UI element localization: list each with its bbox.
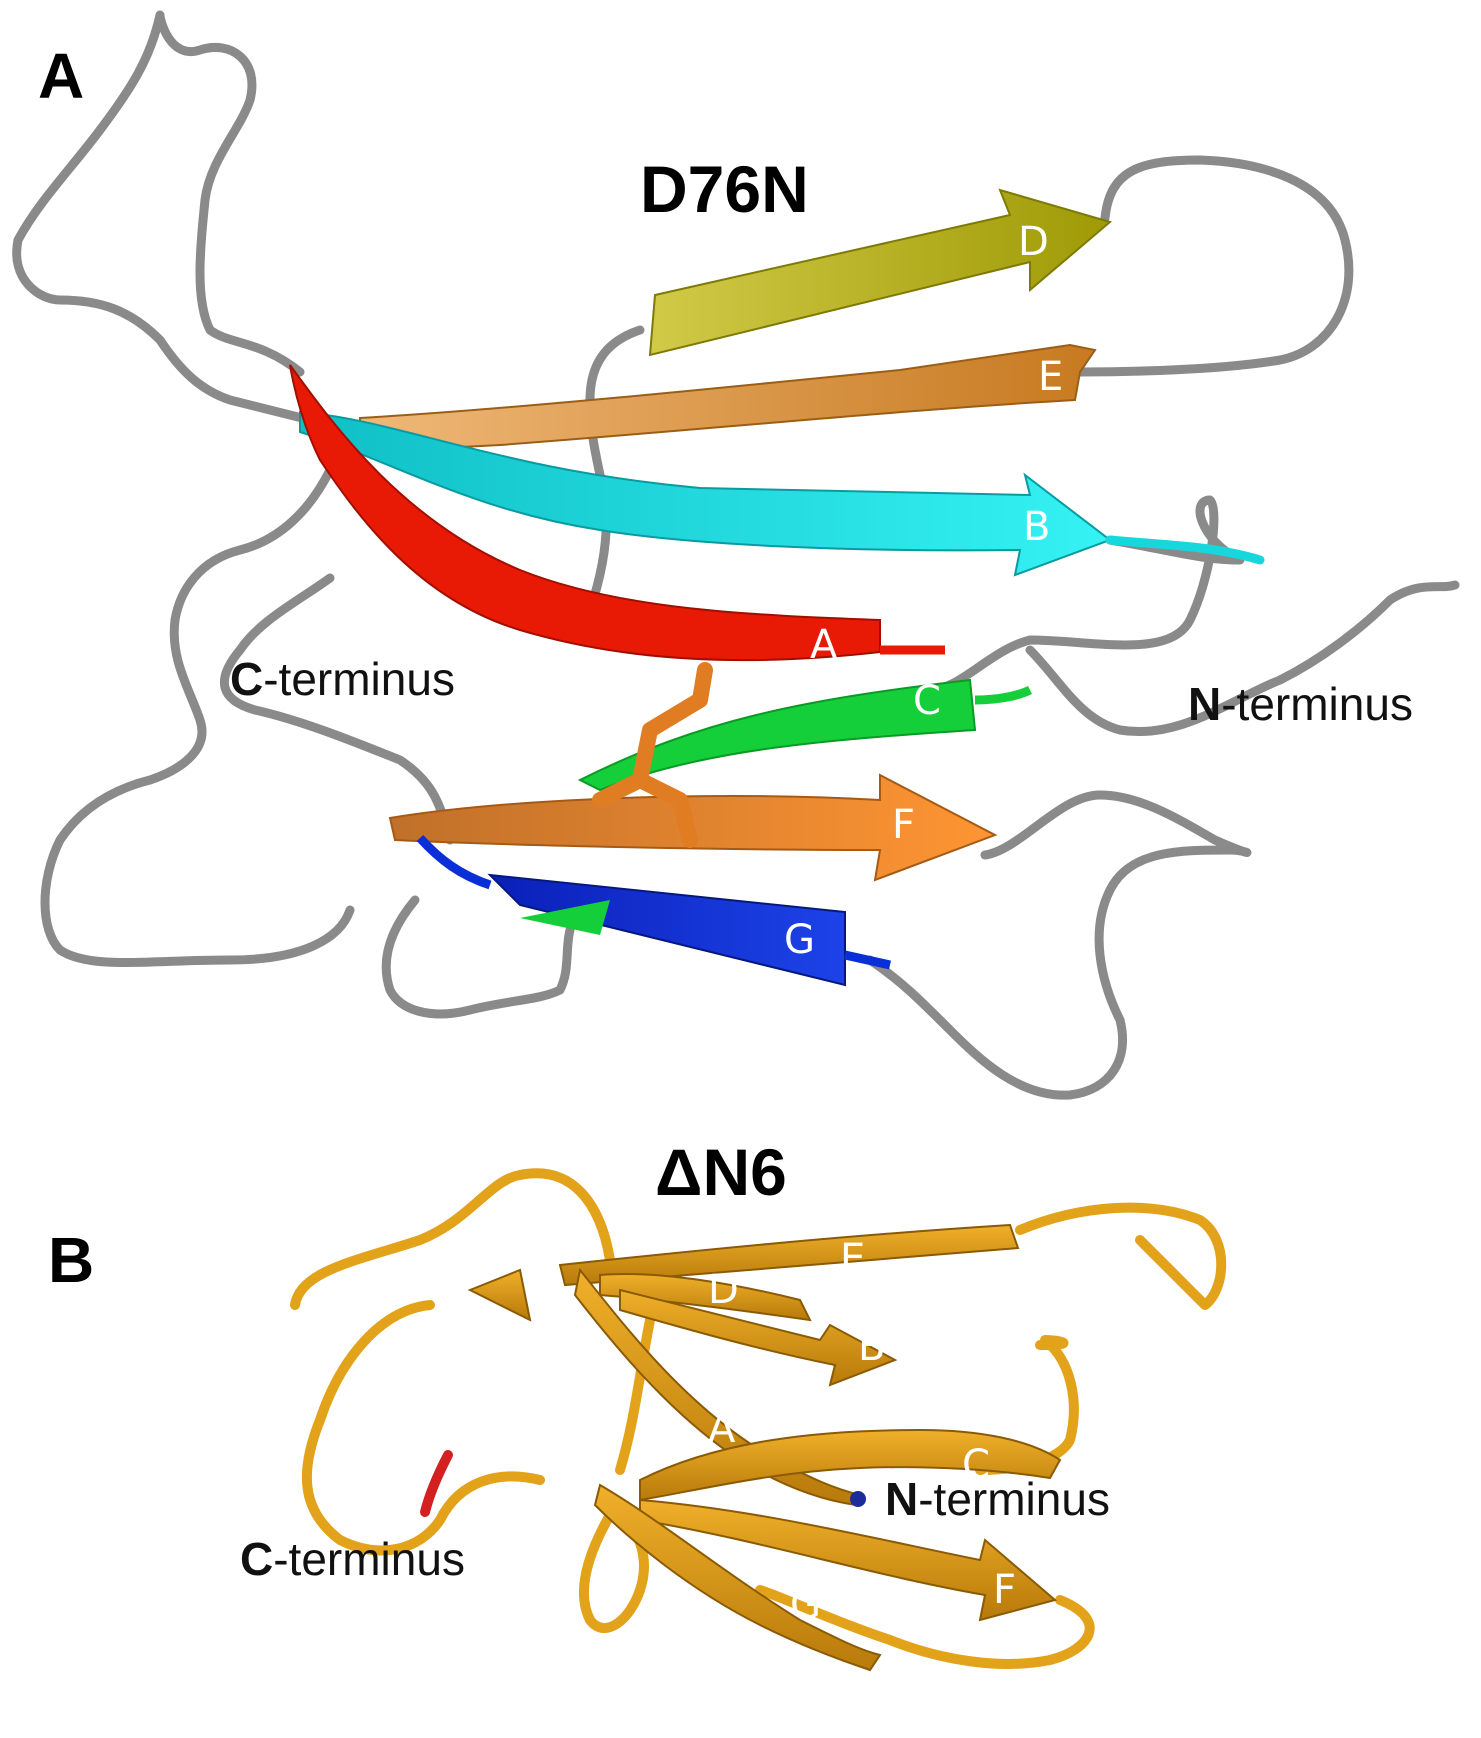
b-n-terminus-letter: N [885, 1473, 918, 1525]
strand-c-tail [974, 685, 1033, 705]
panel-b-strands [467, 1223, 1062, 1672]
strand-b-tail [1105, 535, 1265, 565]
strand-g: G [416, 834, 891, 987]
strand-b: B [299, 410, 1265, 577]
b-strand-g [593, 1483, 882, 1672]
n-terminus-letter: N [1188, 678, 1221, 730]
b-loop-right-top [1015, 1202, 1227, 1310]
b-c-terminus-end [420, 1450, 453, 1517]
b-c-terminus-rest: -terminus [273, 1533, 465, 1585]
panel-b-title: ΔN6 [655, 1135, 787, 1209]
side-chain-sticks [592, 662, 713, 848]
strand-f-label: F [892, 802, 915, 848]
loop-right-b [925, 495, 1245, 695]
panel-b-c-terminus-label: C-terminus [240, 1533, 465, 1585]
loop-left-mid [40, 465, 355, 967]
b-strand-a-label: A [708, 1406, 736, 1452]
strand-g-label: G [784, 917, 815, 963]
strand-a-ribbon [289, 364, 881, 662]
loop-coils [12, 10, 1460, 1100]
c-terminus-rest: -terminus [263, 653, 455, 705]
b-strand-c [639, 1428, 1062, 1502]
small-green-arrow [520, 900, 610, 935]
strand-a-label: A [810, 622, 838, 668]
strand-e-label: E [1038, 354, 1063, 400]
b-strand-g-label: G [790, 1582, 821, 1628]
b-small-arrow-left [467, 1268, 532, 1322]
strand-a: A [289, 364, 945, 668]
loop-bottom-left [381, 895, 575, 1019]
b-n-terminus-rest: -terminus [918, 1473, 1110, 1525]
loop-right-d-e [1075, 155, 1354, 377]
strand-d-arrow [648, 188, 1113, 357]
panel-a-n-terminus-label: N-terminus [1188, 678, 1413, 730]
b-loop-top [290, 1168, 615, 1310]
strand-g-tail [416, 834, 891, 970]
b-loop-left [301, 1300, 545, 1556]
b-strand-b-label: B [858, 1324, 885, 1370]
strand-b-arrow [299, 410, 1113, 577]
strand-g-ribbon [487, 873, 846, 987]
b-strand-b [619, 1288, 898, 1387]
strand-c-ribbon [577, 678, 977, 792]
strand-b-label: B [1023, 504, 1050, 550]
b-strand-e-label: E [840, 1236, 865, 1282]
b-loop-bottom-right [755, 1585, 1095, 1669]
panel-b-strand-labels: A B C D E F G [708, 1236, 1016, 1628]
b-n-terminus-end [850, 1491, 866, 1507]
panel-b-letter: B [48, 1224, 94, 1296]
c-terminus-letter: C [230, 653, 263, 705]
panel-a-letter: A [38, 40, 84, 112]
b-strand-f [639, 1498, 1058, 1622]
loop-top-left [12, 10, 315, 425]
panel-a-title: D76N [640, 152, 809, 226]
strand-d-label: D [1018, 219, 1049, 265]
strand-c: C [577, 678, 1033, 792]
loop-bottom-right [865, 790, 1252, 1100]
panel-a: A D76N D E B [12, 10, 1460, 1100]
panel-a-c-terminus-label: C-terminus [230, 653, 455, 705]
strand-e-arrow [359, 343, 1097, 449]
b-strand-e [558, 1223, 1020, 1287]
strand-d: D [648, 188, 1113, 357]
b-loop-center [615, 1315, 655, 1475]
c-terminus-tail [219, 573, 455, 845]
strand-e: E [359, 343, 1097, 449]
panel-b-n-terminus-label: N-terminus [885, 1473, 1110, 1525]
panel-b: B ΔN6 A B C [48, 1135, 1227, 1672]
n-terminus-tail [1025, 580, 1460, 736]
b-strand-f-label: F [993, 1567, 1016, 1613]
strand-c-label: C [913, 678, 941, 724]
n-terminus-rest: -terminus [1221, 678, 1413, 730]
b-strand-d-label: D [708, 1267, 739, 1313]
b-strand-c-label: C [962, 1442, 990, 1488]
b-c-terminus-letter: C [240, 1533, 273, 1585]
loop-center [585, 325, 645, 615]
